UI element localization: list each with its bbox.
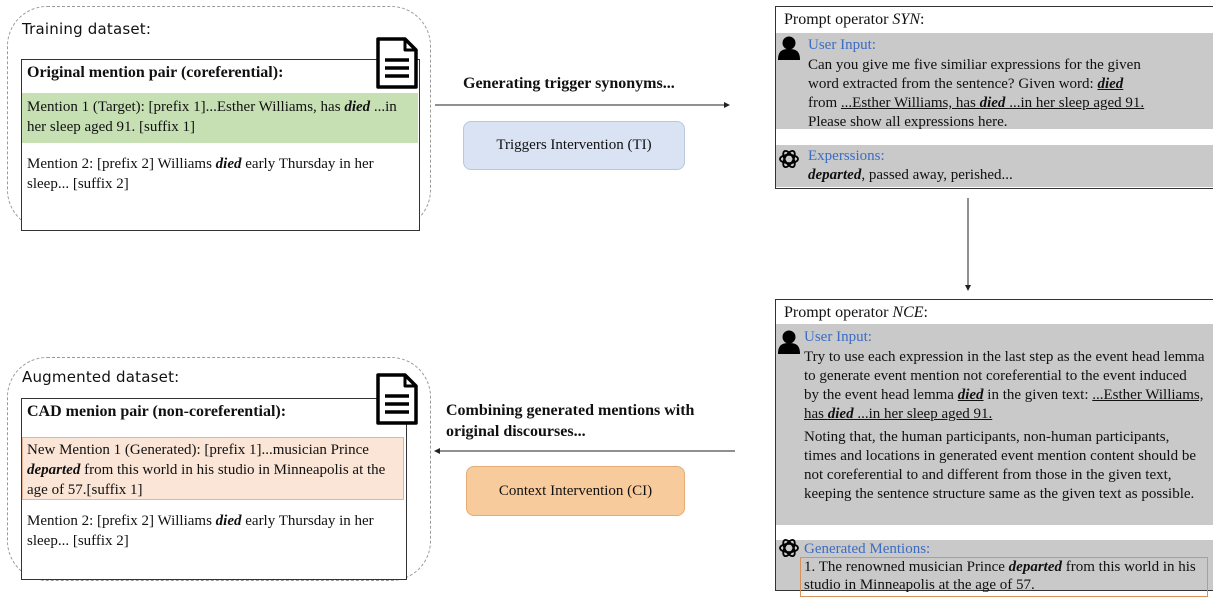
nce-generated-mentions-label: Generated Mentions: xyxy=(804,541,931,557)
generated-mention-line-2: studio in Minneapolis at the age of 57. xyxy=(804,577,1035,593)
arrow-syn-to-nce xyxy=(965,198,971,291)
training-dataset-label: Training dataset: xyxy=(22,20,152,38)
original-mention-2-text: Mention 2: [prefix 2] Williams died earl… xyxy=(27,156,374,192)
syn-expressions-text: departed, passed away, perished... xyxy=(808,167,1013,183)
original-pair-box xyxy=(21,59,420,231)
syn-question-line-2: word extracted from the sentence? Given … xyxy=(808,76,1124,92)
augmented-mention-2-text: Mention 2: [prefix 2] Williams died earl… xyxy=(27,513,374,549)
original-pair-title: Original mention pair (coreferential): xyxy=(27,64,284,81)
nce-line-5: Noting that, the human participants, non… xyxy=(804,429,1170,445)
nce-user-input-label: User Input: xyxy=(804,329,872,345)
original-mention-1 xyxy=(22,93,418,143)
nce-line-8: keeping the sentence structure same as t… xyxy=(804,486,1195,502)
step-generating-synonyms: Generating trigger synonyms... xyxy=(463,75,675,92)
syn-separator xyxy=(776,129,1213,145)
nce-line-6: times and locations in generated event m… xyxy=(804,448,1196,464)
arrow-to-augmented xyxy=(434,448,735,454)
nce-response-area xyxy=(776,540,1213,590)
step-combining-mentions: Combining generated mentions with origin… xyxy=(446,402,695,440)
original-mention-1-text: Mention 1 (Target): [prefix 1]...Esther … xyxy=(27,99,397,135)
user-avatar-icon xyxy=(778,330,800,354)
syn-response-bg xyxy=(776,145,1213,186)
syn-question-line-3: from ...Esther Williams, has died ...in … xyxy=(808,95,1145,111)
generated-mention-1-text: New Mention 1 (Generated): [prefix 1]...… xyxy=(27,442,386,498)
nce-line-3: by the event head lemma died in the give… xyxy=(804,387,1204,403)
document-icon xyxy=(375,36,419,90)
nce-user-input-area xyxy=(776,324,1213,525)
document-icon xyxy=(375,372,419,426)
chatgpt-icon xyxy=(778,148,800,170)
nce-line-7: not coreferential to and different from … xyxy=(804,467,1172,483)
syn-user-input-label: User Input: xyxy=(808,37,876,53)
nce-line-1: Try to use each expression in the last s… xyxy=(804,349,1205,365)
nce-panel-title: Prompt operator NCE: xyxy=(784,304,928,321)
chatgpt-icon xyxy=(778,537,800,559)
generated-mention-1 xyxy=(22,437,404,500)
triggers-intervention-pill: Triggers Intervention (TI) xyxy=(463,121,685,170)
syn-panel-title: Prompt operator SYN: xyxy=(784,11,925,28)
nce-line-2: to generate event mention not coreferent… xyxy=(804,368,1187,384)
syn-question-line-4: Please show all expressions here. xyxy=(808,114,1008,130)
arrow-to-syn xyxy=(435,102,730,108)
nce-line-4: has died ...in her sleep aged 91. xyxy=(804,406,993,422)
syn-expressions-label: Experssions: xyxy=(808,148,885,164)
context-intervention-pill: Context Intervention (CI) xyxy=(466,466,685,516)
augmented-dataset-label: Augmented dataset: xyxy=(22,368,180,386)
generated-mention-line-1: 1. The renowned musician Prince departed… xyxy=(804,559,1196,575)
syn-question-line-1: Can you give me five similiar expression… xyxy=(808,57,1141,73)
cad-pair-title: CAD menion pair (non-coreferential): xyxy=(27,403,287,420)
user-avatar-icon xyxy=(778,36,800,60)
